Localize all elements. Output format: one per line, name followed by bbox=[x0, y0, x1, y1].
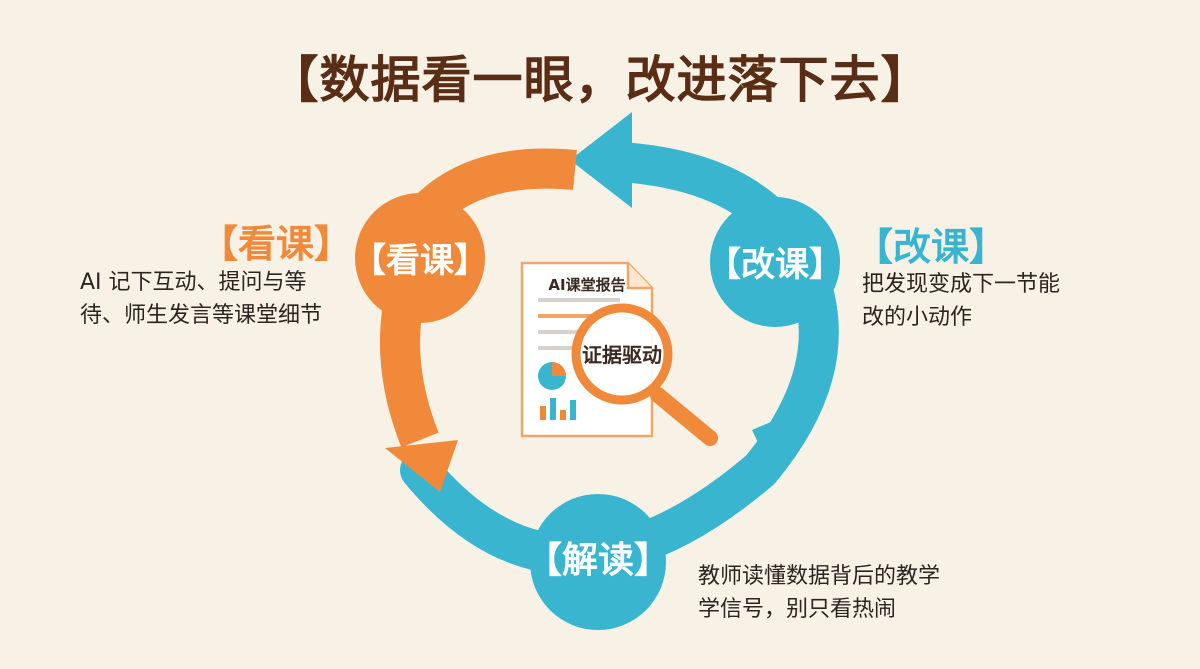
magnifier-icon bbox=[571, 303, 718, 446]
interpret-node-label: 【解读】 bbox=[526, 540, 670, 581]
improve-desc-line2: 改的小动作 bbox=[862, 305, 973, 330]
magnifier-label: 证据驱动 bbox=[582, 343, 662, 367]
blue-arrowhead-right bbox=[752, 405, 810, 478]
improve-node-circle bbox=[710, 197, 840, 327]
blue-arrowhead-top bbox=[570, 112, 632, 208]
interpret-desc-line2: 学信号，别只看热闹 bbox=[698, 597, 897, 622]
watch-description: AI 记下互动、提问与等 待、师生发言等课堂细节 bbox=[80, 266, 370, 332]
watch-desc-line2: 待、师生发言等课堂细节 bbox=[80, 303, 323, 328]
watch-desc-line1: AI 记下互动、提问与等 bbox=[80, 270, 307, 295]
report-title: AI课堂报告 bbox=[548, 276, 625, 294]
interpret-node-circle bbox=[530, 494, 666, 630]
interpret-desc-line1: 教师读懂数据背后的教学 bbox=[698, 564, 941, 589]
watch-node-label: 【看课】 bbox=[352, 241, 488, 281]
improve-side-title: 【改课】 bbox=[855, 225, 1008, 269]
interpret-description: 教师读懂数据背后的教学 学信号，别只看热闹 bbox=[698, 560, 998, 626]
watch-side-title: 【看课】 bbox=[200, 222, 353, 266]
improve-node-label: 【改课】 bbox=[707, 245, 843, 285]
improve-desc-line1: 把发现变成下一节能 bbox=[862, 272, 1061, 297]
orange-arrowhead-bottom bbox=[385, 440, 458, 492]
improve-description: 把发现变成下一节能 改的小动作 bbox=[862, 268, 1122, 334]
page-title: 【数据看一眼，改进落下去】 bbox=[268, 51, 932, 109]
watch-node-circle bbox=[355, 193, 485, 323]
